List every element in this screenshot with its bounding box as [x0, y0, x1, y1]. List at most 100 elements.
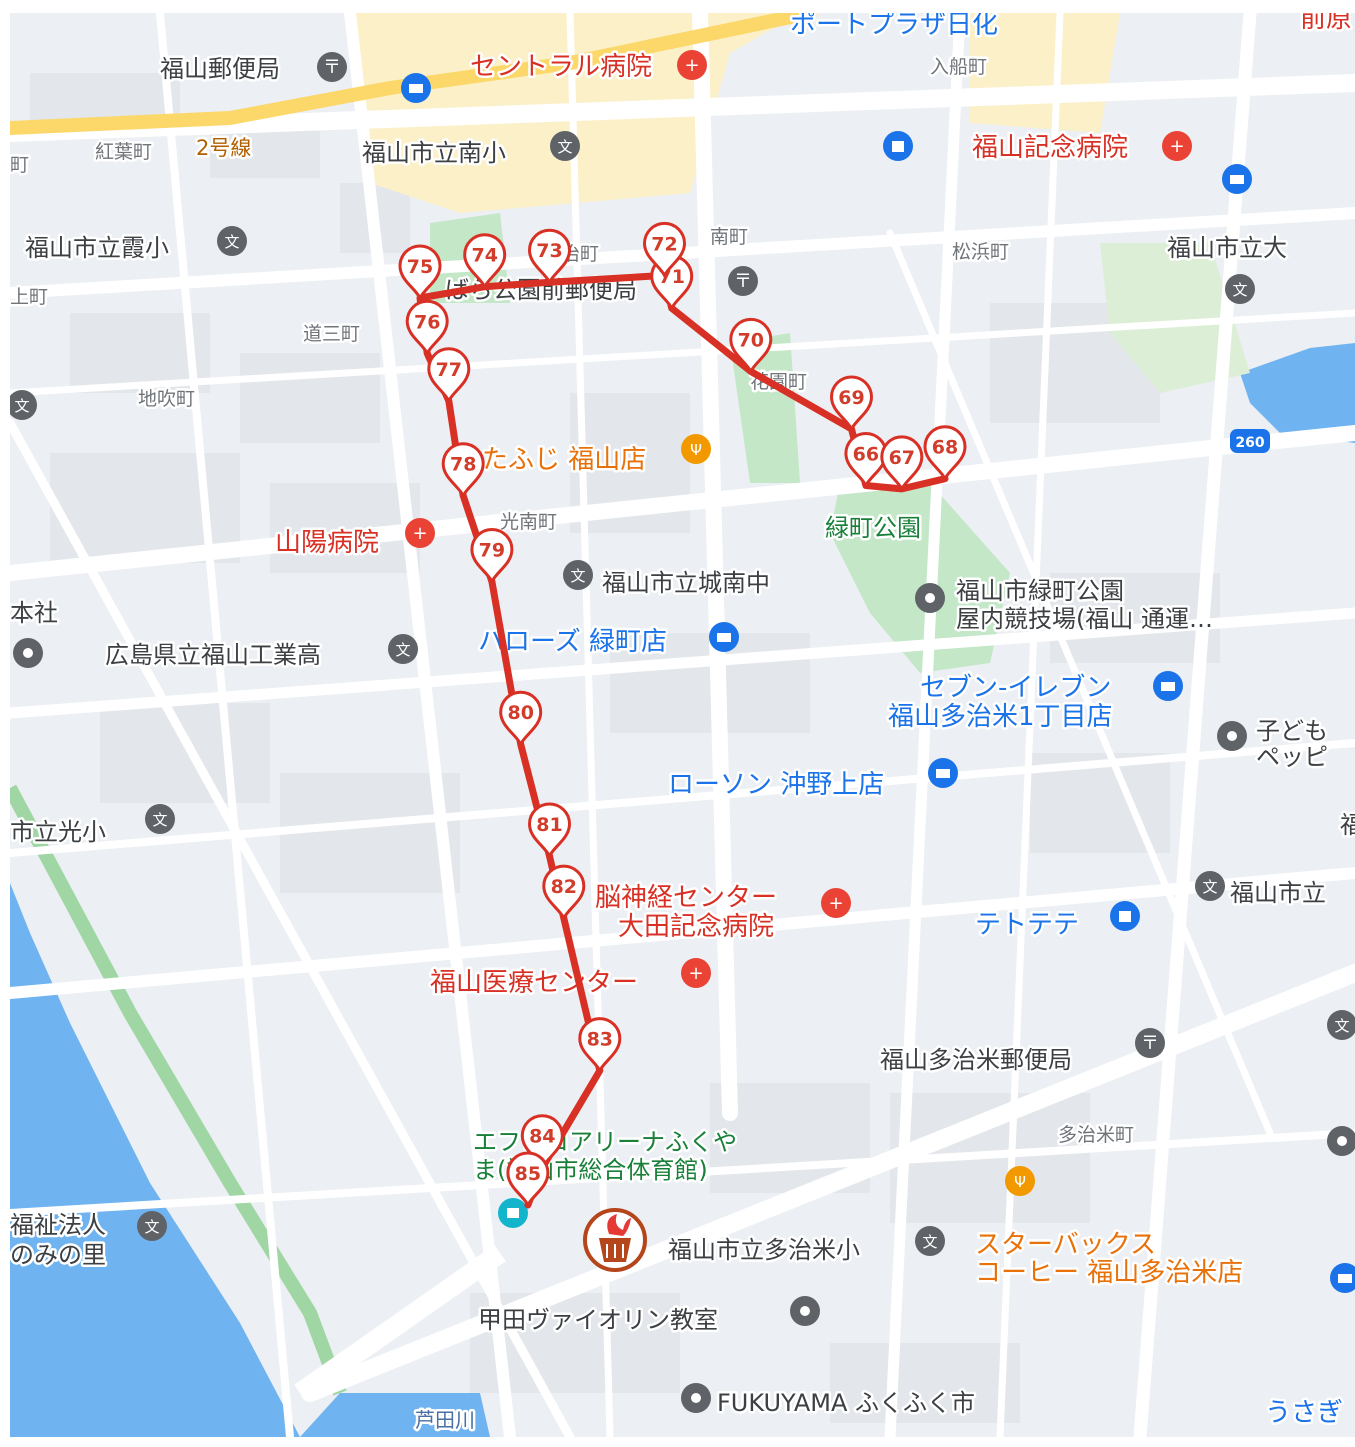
school-icon: 文	[145, 804, 175, 834]
label-starbucks-2: コーヒー 福山多治米店	[975, 1258, 1243, 1288]
label-kasumi-sho: 福山市立霞小	[25, 234, 169, 262]
label-konan: 光南町	[500, 511, 557, 533]
route-marker-77[interactable]: 77	[427, 347, 471, 405]
marker-label: 79	[479, 540, 505, 562]
route-marker-76[interactable]: 76	[405, 299, 449, 357]
route-marker-70[interactable]: 70	[729, 317, 773, 375]
svg-text:文: 文	[922, 1233, 937, 1251]
stadium-icon	[498, 1198, 528, 1228]
route-2-highway	[10, 13, 817, 135]
marker-label: 81	[536, 814, 562, 836]
pin-icon	[790, 1296, 820, 1326]
pin-icon	[13, 638, 43, 668]
marker-pin-icon	[923, 425, 967, 483]
shopping-bag-icon	[883, 131, 913, 161]
label-dosan: 道三町	[303, 323, 360, 345]
post-office-icon: 〒	[728, 266, 758, 296]
marker-label: 84	[529, 1126, 555, 1148]
marker-label: 69	[838, 387, 864, 409]
marker-pin-icon	[470, 528, 514, 585]
label-hikari-sho: 市立光小	[10, 818, 106, 846]
route-marker-69[interactable]: 69	[829, 375, 874, 433]
restaurant-icon: Ψ	[1005, 1166, 1035, 1196]
route-marker-78[interactable]: 78	[441, 442, 485, 500]
map-canvas[interactable]: 〒 + 文 + 文 〒 文 文 Ψ + 文 文 文 + 文 + 〒 文 Ψ 文 …	[10, 13, 1355, 1437]
pond	[1240, 343, 1355, 443]
svg-text:+: +	[828, 893, 843, 914]
marker-pin-icon	[829, 375, 874, 433]
svg-text:文: 文	[152, 811, 167, 829]
label-minamimachi: 南町	[710, 226, 748, 248]
shopping-cart-icon	[1330, 1263, 1355, 1293]
label-fukushi-1: 福祉法人	[10, 1211, 106, 1239]
label-momiji: 紅葉町	[95, 141, 152, 163]
marker-label: 74	[471, 245, 497, 267]
label-seven-2: 福山多治米1丁目店	[888, 702, 1113, 732]
route-marker-75[interactable]: 75	[398, 244, 442, 302]
route-marker-66[interactable]: 66	[844, 432, 888, 489]
city-blocks	[30, 73, 1220, 1423]
marker-label: 75	[407, 256, 433, 278]
marker-pin-icon	[527, 228, 572, 286]
start-finish-logo[interactable]	[583, 1208, 647, 1272]
hospital-icon: +	[681, 958, 711, 988]
school-icon: 文	[388, 634, 418, 664]
label-halloo: ハローズ 緑町店	[478, 627, 667, 657]
road-network	[10, 13, 1355, 1437]
label-route2: 2号線	[196, 136, 251, 160]
school-icon: 文	[217, 226, 247, 256]
svg-text:文: 文	[570, 567, 585, 585]
post-office-icon: 〒	[317, 52, 347, 82]
marker-label: 78	[450, 454, 476, 476]
marker-pin-icon	[398, 244, 442, 302]
label-kodomo-2: ペッピ	[1256, 743, 1328, 771]
school-icon: 文	[1327, 1010, 1355, 1040]
hospital-icon: +	[1162, 131, 1192, 161]
route-marker-79[interactable]: 79	[470, 528, 514, 585]
label-fukuyama-shiritsu: 福山市立	[1230, 879, 1326, 907]
label-arena-1: エフピコアリーナふくや	[473, 1128, 737, 1156]
svg-text:文: 文	[1334, 1017, 1349, 1035]
label-fukuyama-post: 福山郵便局	[160, 55, 280, 83]
svg-text:文: 文	[557, 138, 572, 156]
label-tetotete: テトテテ	[975, 910, 1079, 940]
pin-icon	[1327, 1126, 1355, 1156]
label-jibuki: 地吹町	[138, 388, 195, 410]
svg-text:文: 文	[144, 1218, 159, 1236]
route-marker-81[interactable]: 81	[527, 802, 572, 860]
route-marker-73[interactable]: 73	[527, 228, 572, 286]
svg-text:+: +	[412, 523, 427, 544]
label-fukufuku: FUKUYAMA ふくふく市	[717, 1389, 975, 1417]
label-seven-1: セブン-イレブン	[920, 673, 1111, 703]
school-icon: 文	[10, 390, 37, 420]
ashida-river	[10, 883, 300, 1437]
store-icon	[1222, 164, 1252, 194]
svg-text:文: 文	[1232, 281, 1247, 299]
route-marker-72[interactable]: 72	[642, 221, 687, 279]
highway-260-shield: 260	[1230, 429, 1270, 453]
route-marker-82[interactable]: 82	[542, 864, 586, 922]
marker-label: 85	[515, 1163, 541, 1185]
svg-text:Ψ: Ψ	[690, 441, 702, 459]
shopping-bag-icon	[1110, 901, 1140, 931]
route-marker-68[interactable]: 68	[923, 425, 967, 483]
label-machi-left: 町	[10, 154, 29, 176]
route-marker-80[interactable]: 80	[499, 690, 543, 748]
marker-pin-icon	[427, 347, 471, 405]
hospital-icon: +	[821, 888, 851, 918]
route-marker-83[interactable]: 83	[578, 1017, 622, 1074]
label-indoor-stadium-2: 屋内競技場(福山 通運…	[956, 605, 1213, 633]
label-midori-park: 緑町公園	[825, 514, 921, 542]
marker-pin-icon	[441, 442, 485, 500]
marker-label: 68	[932, 437, 958, 459]
label-kodomo-1: 子ども	[1256, 717, 1328, 745]
marker-label: 77	[436, 359, 462, 381]
route-marker-74[interactable]: 74	[463, 233, 507, 291]
route-marker-85[interactable]: 85	[506, 1151, 550, 1209]
label-tajime-sho: 福山市立多治米小	[668, 1236, 860, 1264]
label-noushinkei-1: 脳神経センター	[595, 883, 777, 913]
parks	[430, 213, 1250, 673]
route-marker-67[interactable]: 67	[880, 435, 924, 493]
svg-text:+: +	[1169, 136, 1184, 157]
bridge	[294, 1244, 506, 1402]
